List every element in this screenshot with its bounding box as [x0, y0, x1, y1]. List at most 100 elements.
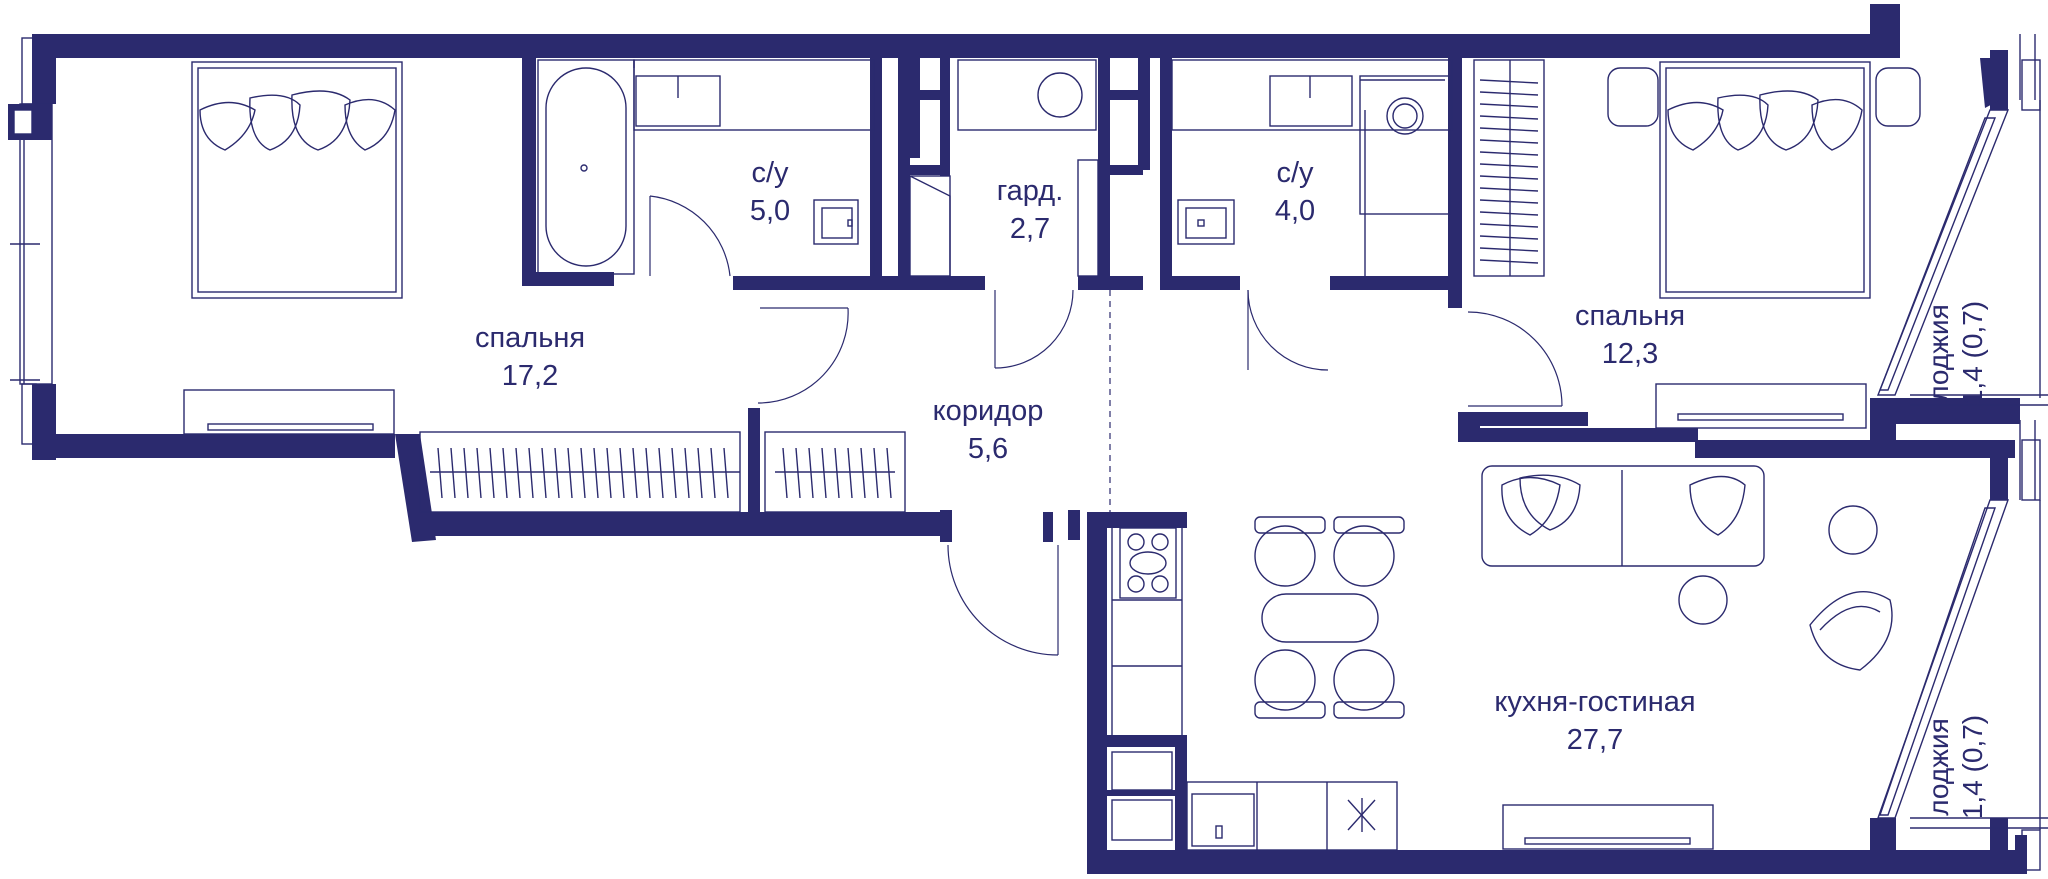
room-label-bathroom-1: с/у 5,0	[720, 154, 820, 230]
hanger	[593, 447, 599, 499]
hanger	[1479, 79, 1539, 84]
hanger	[476, 447, 482, 499]
dresser-left	[183, 389, 395, 435]
hanger	[684, 447, 690, 499]
hanger	[463, 447, 469, 499]
nightstand-right	[1875, 67, 1921, 127]
hanger	[1479, 187, 1539, 192]
armchair	[1809, 591, 1893, 671]
hanger	[658, 447, 664, 499]
dresser-right-top	[1677, 413, 1844, 421]
inner-walls	[522, 58, 1588, 850]
hanger	[606, 447, 612, 499]
room-area: 12,3	[1601, 338, 1659, 370]
hanger	[723, 447, 729, 499]
door-arc-wardrobe	[994, 289, 1074, 369]
hangers	[1479, 79, 1539, 264]
hanger	[1479, 211, 1539, 216]
room-name: лоджия	[1923, 718, 1954, 816]
room-area: 5,0	[749, 195, 791, 227]
room-label-loggia-bottom: лоджия 1,4 (0,7)	[1922, 677, 1992, 857]
hanger	[1479, 127, 1539, 132]
hanger	[808, 447, 814, 499]
room-name: спальня	[474, 322, 586, 354]
bed-right	[1659, 61, 1871, 299]
room-area: 5,6	[967, 433, 1009, 465]
hanger	[1479, 91, 1539, 96]
hanger	[502, 447, 508, 499]
bathroom-2-fixtures	[1171, 59, 1453, 276]
room-name: с/у	[1276, 157, 1314, 189]
hanger	[821, 447, 827, 499]
room-area: 2,7	[1009, 213, 1051, 245]
room-label-loggia-top: лоджия 1,4 (0,7)	[1922, 263, 1992, 443]
room-label-corridor: коридор 5,6	[908, 392, 1068, 468]
hanger	[1479, 175, 1539, 180]
nightstand-left	[1607, 67, 1659, 127]
hanger	[1479, 259, 1539, 264]
door-arc-bath1	[649, 195, 731, 277]
wardrobe-rail-left	[419, 431, 906, 513]
room-name: с/у	[751, 157, 789, 189]
door-arc-bath2	[1247, 289, 1329, 371]
hanger	[1479, 163, 1539, 168]
coffee-table	[1678, 575, 1728, 625]
hanger	[1479, 199, 1539, 204]
hanger	[710, 447, 716, 499]
left-window	[8, 37, 53, 445]
bathtub	[537, 59, 635, 275]
dining-table	[1254, 516, 1405, 719]
tv-stand-top	[1524, 837, 1691, 845]
hanger	[489, 447, 495, 499]
hanger	[834, 447, 840, 499]
hangers	[437, 447, 892, 499]
right-loggia-frames	[1876, 34, 2048, 871]
room-name: лоджия	[1923, 304, 1954, 402]
wardrobe-right	[1473, 59, 1545, 277]
hanger	[580, 447, 586, 499]
hanger	[886, 447, 892, 499]
outer-walls	[32, 4, 2027, 874]
hanger	[528, 447, 534, 499]
kitchen-counter	[1111, 525, 1398, 851]
dresser-left-top	[207, 423, 374, 431]
hanger	[1479, 151, 1539, 156]
bathroom-1-fixtures	[633, 59, 875, 276]
hanger	[1479, 139, 1539, 144]
sofa	[1481, 465, 1765, 567]
door-arc-bedroom-left	[757, 307, 849, 404]
room-area: 1,4 (0,7)	[1957, 300, 1988, 406]
hanger	[437, 447, 443, 499]
hanger	[795, 447, 801, 499]
hanger	[619, 447, 625, 499]
room-label-bedroom-left: спальня 17,2	[450, 319, 610, 395]
room-area: 17,2	[501, 360, 559, 392]
wardrobe-room	[909, 59, 1099, 277]
hanger	[847, 447, 853, 499]
hanger	[782, 447, 788, 499]
room-name: коридор	[932, 395, 1044, 427]
room-name: спальня	[1574, 300, 1686, 332]
hanger	[645, 447, 651, 499]
bed-left	[191, 61, 403, 299]
room-name: гард.	[996, 175, 1064, 207]
hanger	[450, 447, 456, 499]
hanger	[873, 447, 879, 499]
room-label-wardrobe: гард. 2,7	[970, 172, 1090, 248]
hanger	[1479, 235, 1539, 240]
side-table	[1828, 505, 1878, 555]
hanger	[515, 447, 521, 499]
door-arc-bedroom-right	[1467, 311, 1563, 407]
hanger	[541, 447, 547, 499]
hanger	[632, 447, 638, 499]
room-label-kitchen-living: кухня-гостиная 27,7	[1460, 683, 1730, 759]
room-label-bedroom-right: спальня 12,3	[1550, 297, 1710, 373]
hanger	[671, 447, 677, 499]
door-arc-entrance	[947, 544, 1059, 656]
room-area: 27,7	[1566, 724, 1624, 756]
hanger	[554, 447, 560, 499]
room-area: 1,4 (0,7)	[1957, 714, 1988, 820]
dresser-right	[1655, 383, 1867, 429]
hanger	[860, 447, 866, 499]
